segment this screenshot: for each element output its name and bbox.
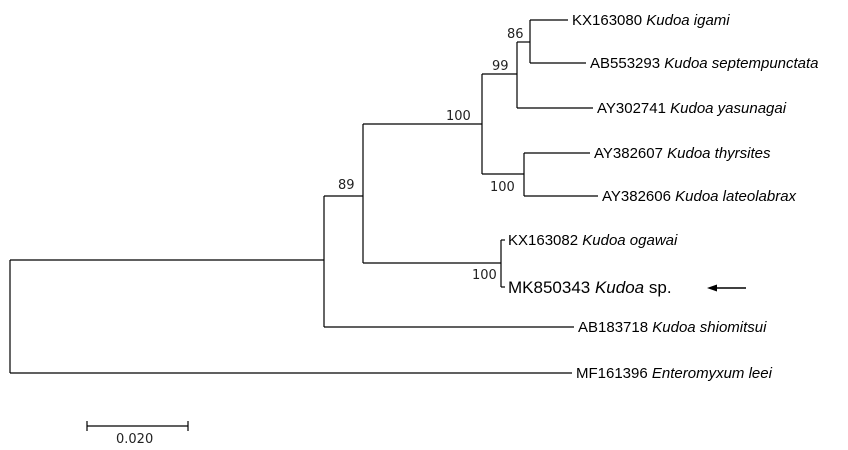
taxon-label-enteromyxum: MF161396 Enteromyxum leei: [576, 365, 773, 382]
bootstrap-100-thyrsites: 100: [490, 180, 515, 195]
taxon-label-yasunagai: AY302741 Kudoa yasunagai: [597, 100, 787, 117]
bootstrap-89: 89: [338, 178, 355, 193]
taxon-label-thyrsites: AY382607 Kudoa thyrsites: [594, 145, 771, 162]
taxon-label-lateolabrax: AY382606 Kudoa lateolabrax: [602, 188, 797, 205]
bootstrap-100-ogawai: 100: [472, 268, 497, 283]
bootstrap-100-upper: 100: [446, 109, 471, 124]
scale-bar: [86, 421, 189, 431]
scale-bar-label: 0.020: [116, 432, 153, 447]
taxon-label-sp: MK850343 Kudoa sp.: [508, 278, 672, 297]
taxon-label-septempunctata: AB553293 Kudoa septempunctata: [590, 55, 819, 72]
bootstrap-86: 86: [507, 27, 524, 42]
taxon-label-shiomitsui: AB183718 Kudoa shiomitsui: [578, 319, 767, 336]
taxon-label-ogawai: KX163082 Kudoa ogawai: [508, 232, 678, 249]
bootstrap-99: 99: [492, 59, 509, 74]
highlight-arrow-icon: [707, 284, 746, 292]
taxon-label-igami: KX163080 Kudoa igami: [572, 12, 730, 29]
